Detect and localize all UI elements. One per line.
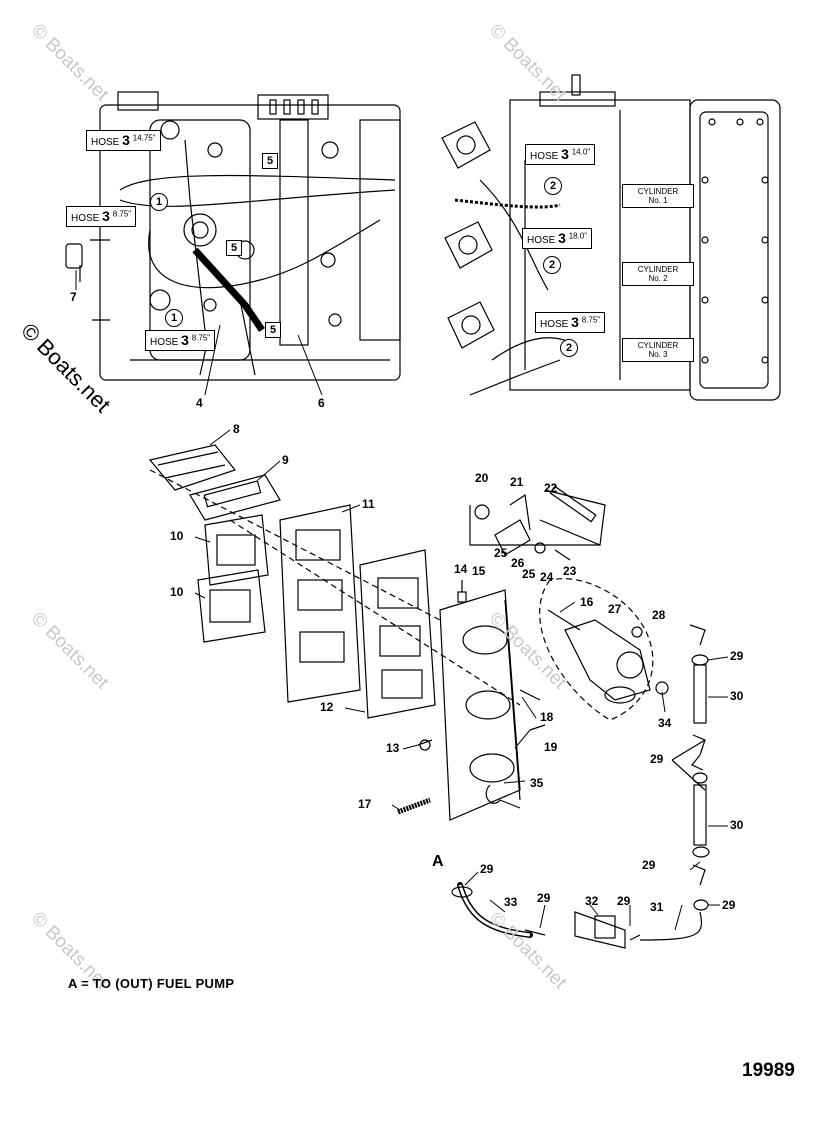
hose-length: 14.0": [571, 147, 591, 157]
hose-part-number: 3: [102, 208, 110, 224]
part-callout: 14: [454, 562, 468, 576]
left-engine-drawing: [65, 91, 401, 381]
hose-label-box: HOSE 3 14.75": [86, 130, 161, 151]
hose-length: 8.75": [581, 315, 601, 325]
part-callout: 18: [540, 710, 554, 724]
circle-marker: 2: [544, 177, 562, 195]
part-callout: 34: [658, 716, 672, 730]
point-a-label: A: [432, 853, 444, 870]
legend-note: A = TO (OUT) FUEL PUMP: [68, 976, 235, 991]
cylinder-label: CYLINDER No. 1: [622, 184, 694, 209]
part-callout: 20: [475, 471, 489, 485]
part-callout: 12: [320, 700, 334, 714]
part-callout: 29: [642, 858, 656, 872]
circle-marker: 2: [543, 256, 561, 274]
part-callout: 10: [170, 529, 184, 543]
cylinder-label: CYLINDER No. 2: [622, 262, 694, 287]
hose-part-number: 3: [558, 230, 566, 246]
part-callout: 29: [722, 898, 736, 912]
hose-label-box: HOSE 3 14.0": [525, 144, 596, 165]
cylinder-number: No. 3: [648, 350, 668, 360]
hose-label: HOSE: [530, 151, 559, 162]
part-callout: 6: [318, 396, 325, 410]
part-callout: 35: [530, 776, 544, 790]
square-marker: 5: [265, 322, 281, 338]
part-callout: 30: [730, 689, 744, 703]
part-callout: 31: [650, 900, 664, 914]
part-callout: 25: [494, 546, 508, 560]
part-callout: 15: [472, 564, 486, 578]
hose-length: 18.0": [568, 231, 588, 241]
square-marker: 5: [262, 153, 278, 169]
hose-label-box: HOSE 3 8.75": [145, 330, 216, 351]
hose-part-number: 3: [561, 146, 569, 162]
part-callout: 28: [652, 608, 666, 622]
hose-label-box: HOSE 3 18.0": [522, 228, 593, 249]
cylinder-label-text: CYLINDER: [637, 341, 679, 350]
cylinder-number: No. 2: [648, 274, 668, 284]
hose-label: HOSE: [540, 319, 569, 330]
hose-part-number: 3: [571, 314, 579, 330]
part-callout: 9: [282, 453, 289, 467]
part-callout: 21: [510, 475, 524, 489]
part-callout: 4: [196, 396, 203, 410]
part-callout: 27: [608, 602, 622, 616]
hose-label: HOSE: [150, 337, 179, 348]
hose-label: HOSE: [527, 235, 556, 246]
part-callout: 29: [480, 862, 494, 876]
part-callout: 8: [233, 422, 240, 436]
part-callout: 33: [504, 895, 518, 909]
hose-part-number: 3: [122, 132, 130, 148]
part-callout: 16: [580, 595, 594, 609]
part-callout: 7: [70, 290, 77, 304]
circle-marker: 2: [560, 339, 578, 357]
part-callout: 32: [585, 894, 599, 908]
cylinder-number: No. 1: [648, 196, 668, 206]
part-callout: 13: [386, 741, 400, 755]
hose-part-number: 3: [181, 332, 189, 348]
part-callout: 29: [617, 894, 631, 908]
right-engine-drawing: [441, 74, 781, 401]
cylinder-label-text: CYLINDER: [637, 265, 679, 274]
figure-number: 19989: [742, 1060, 795, 1081]
part-callout: 23: [563, 564, 577, 578]
square-marker: 5: [226, 240, 242, 256]
part-callout: 30: [730, 818, 744, 832]
part-callout: 10: [170, 585, 184, 599]
part-callout: 24: [540, 570, 554, 584]
part-callout: 26: [511, 556, 525, 570]
hose-label: HOSE: [71, 213, 100, 224]
circle-marker: 1: [150, 193, 168, 211]
exploded-parts-drawing: [148, 444, 710, 949]
hose-length: 8.75": [112, 209, 132, 219]
part-callout: 17: [358, 797, 372, 811]
cylinder-label: CYLINDER No. 3: [622, 338, 694, 363]
hose-label-box: HOSE 3 8.75": [535, 312, 606, 333]
part-callout: 25: [522, 567, 536, 581]
part-callout: 22: [544, 481, 558, 495]
hose-label-box: HOSE 3 8.75": [66, 206, 137, 227]
part-callout: 11: [362, 497, 375, 511]
part-callout: 29: [650, 752, 664, 766]
circle-marker: 1: [165, 309, 183, 327]
leader-lines: [75, 270, 729, 931]
hose-label: HOSE: [91, 137, 120, 148]
cylinder-label-text: CYLINDER: [637, 187, 679, 196]
part-callout: 29: [537, 891, 551, 905]
part-callout: 19: [544, 740, 558, 754]
part-callout: 29: [730, 649, 744, 663]
hose-length: 14.75": [132, 133, 156, 143]
hose-length: 8.75": [191, 333, 211, 343]
